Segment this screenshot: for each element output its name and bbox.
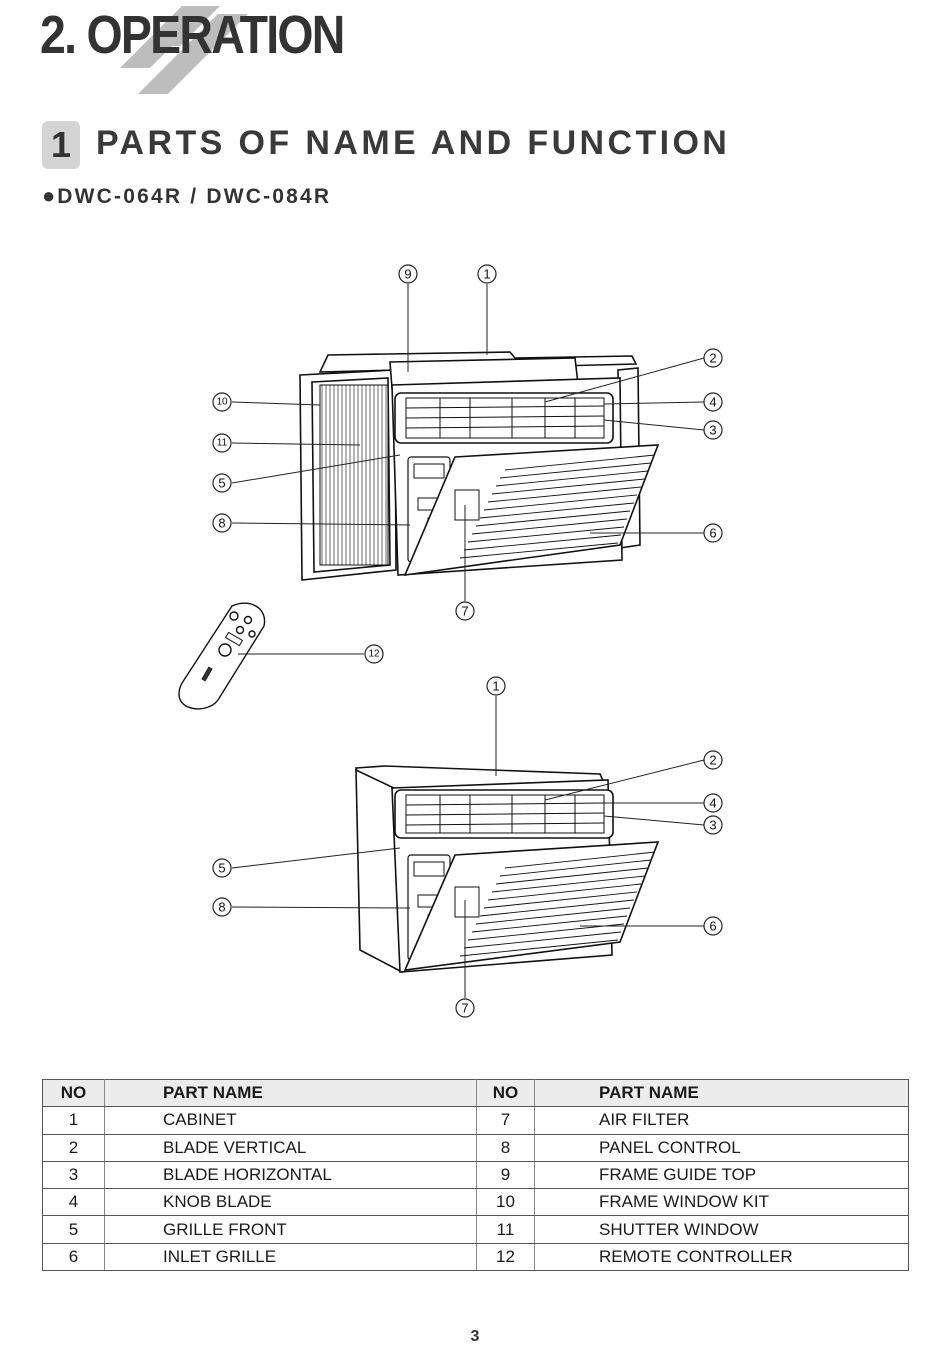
callout-5-bottom: 5 (212, 858, 232, 878)
model-names: DWC-064R / DWC-084R (57, 185, 332, 208)
callout-4-top: 4 (703, 392, 723, 412)
callout-10: 10 (212, 392, 232, 412)
cell-no: 1 (42, 1106, 105, 1135)
cell-part-name-2: FRAME WINDOW KIT (534, 1188, 909, 1217)
callout-12: 12 (364, 644, 384, 664)
cell-no: 3 (42, 1160, 105, 1190)
table-row: 6 INLET GRILLE 12 REMOTE CONTROLLER (42, 1242, 909, 1272)
svg-text:5: 5 (218, 476, 225, 491)
cell-part-name-2: SHUTTER WINDOW (534, 1215, 909, 1244)
table-header-row: NO PART NAME NO PART NAME (42, 1078, 909, 1108)
callout-8-bottom: 8 (212, 897, 232, 917)
leader-lines (231, 284, 705, 998)
cell-part-name: INLET GRILLE (104, 1242, 477, 1272)
remote-controller-illustration (178, 602, 266, 710)
svg-text:7: 7 (461, 604, 468, 619)
svg-text:1: 1 (483, 267, 490, 282)
table-row: 3 BLADE HORIZONTAL 9 FRAME GUIDE TOP (42, 1160, 909, 1190)
callout-9-top: 9 (398, 264, 418, 284)
callout-6-top: 6 (703, 523, 723, 543)
svg-text:3: 3 (709, 423, 716, 438)
page-number: 3 (470, 1328, 480, 1345)
svg-text:5: 5 (218, 861, 225, 876)
cell-part-name: GRILLE FRONT (104, 1215, 477, 1244)
cell-no: 4 (42, 1188, 105, 1217)
header-part-name: PART NAME (104, 1078, 477, 1108)
table-row: 4 KNOB BLADE 10 FRAME WINDOW KIT (42, 1188, 909, 1217)
table-row: 2 BLADE VERTICAL 8 PANEL CONTROL (42, 1133, 909, 1162)
svg-text:7: 7 (461, 1001, 468, 1016)
cell-part-name-2: REMOTE CONTROLLER (534, 1242, 909, 1272)
cell-part-name: BLADE HORIZONTAL (104, 1160, 477, 1190)
svg-text:6: 6 (709, 526, 716, 541)
header-no-2: NO (476, 1078, 535, 1108)
callout-1-top: 1 (477, 264, 497, 284)
cell-part-name-2: FRAME GUIDE TOP (534, 1160, 909, 1190)
svg-text:4: 4 (709, 796, 716, 811)
cell-part-name: KNOB BLADE (104, 1188, 477, 1217)
table-row: 1 CABINET 7 AIR FILTER (42, 1106, 909, 1135)
svg-text:4: 4 (709, 395, 716, 410)
callout-7-top: 7 (455, 601, 475, 621)
cell-no: 2 (42, 1133, 105, 1162)
callout-5-top: 5 (212, 473, 232, 493)
callout-3-top: 3 (703, 420, 723, 440)
section-title: PARTS OF NAME AND FUNCTION (96, 124, 731, 162)
callout-7-bottom: 7 (455, 998, 475, 1018)
svg-text:12: 12 (368, 649, 380, 660)
section-number-badge: 1 (42, 121, 80, 169)
cell-part-name-2: PANEL CONTROL (534, 1133, 909, 1162)
callout-4-bottom: 4 (703, 793, 723, 813)
header-part-name-2: PART NAME (534, 1078, 909, 1108)
callout-2-bottom: 2 (703, 750, 723, 770)
callout-2-top: 2 (703, 348, 723, 368)
svg-text:3: 3 (709, 818, 716, 833)
header-no: NO (42, 1078, 105, 1108)
cell-no-2: 7 (476, 1106, 535, 1135)
callout-8-top: 8 (212, 513, 232, 533)
cell-no-2: 8 (476, 1133, 535, 1162)
parts-table: NO PART NAME NO PART NAME 1 CABINET 7 AI… (42, 1078, 909, 1272)
title-stripes-decoration (120, 6, 248, 94)
cell-part-name: CABINET (104, 1106, 477, 1135)
callout-6-bottom: 6 (703, 916, 723, 936)
callout-11: 11 (212, 433, 232, 453)
callout-1-bottom: 1 (486, 676, 506, 696)
chapter-title: 2. OPERATION (40, 5, 345, 65)
table-row: 5 GRILLE FRONT 11 SHUTTER WINDOW (42, 1215, 909, 1244)
svg-text:10: 10 (216, 397, 228, 408)
cell-no-2: 11 (476, 1215, 535, 1244)
svg-text:11: 11 (217, 438, 228, 449)
svg-text:8: 8 (218, 516, 225, 531)
svg-text:2: 2 (709, 351, 716, 366)
callout-3-bottom: 3 (703, 815, 723, 835)
svg-text:1: 1 (492, 679, 499, 694)
svg-text:8: 8 (218, 900, 225, 915)
parts-diagram: 9 1 2 10 4 3 11 5 8 6 7 12 1 2 4 3 5 8 6… (178, 264, 723, 1018)
cell-no-2: 12 (476, 1242, 535, 1272)
svg-text:2: 2 (709, 753, 716, 768)
svg-text:9: 9 (404, 267, 411, 282)
cell-part-name-2: AIR FILTER (534, 1106, 909, 1135)
cell-no: 5 (42, 1215, 105, 1244)
bullet-icon: ● (42, 183, 56, 208)
lower-unit-illustration (354, 765, 660, 974)
cell-part-name: BLADE VERTICAL (104, 1133, 477, 1162)
cell-no: 6 (42, 1242, 105, 1272)
svg-text:6: 6 (709, 919, 716, 934)
upper-unit-illustration (299, 351, 660, 581)
cell-no-2: 10 (476, 1188, 535, 1217)
cell-no-2: 9 (476, 1160, 535, 1190)
model-list: ●DWC-064R / DWC-084R (42, 183, 331, 209)
